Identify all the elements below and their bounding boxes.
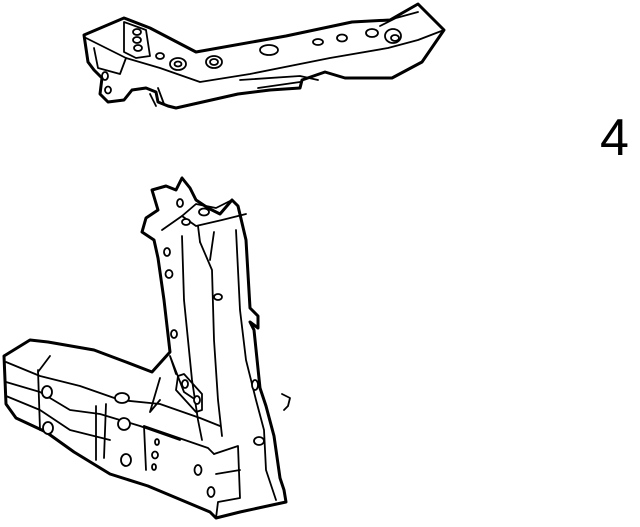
- lower-frame-rail-part: [2, 176, 291, 520]
- callout-number: 4: [600, 109, 629, 167]
- upper-bracket-part: [82, 2, 446, 110]
